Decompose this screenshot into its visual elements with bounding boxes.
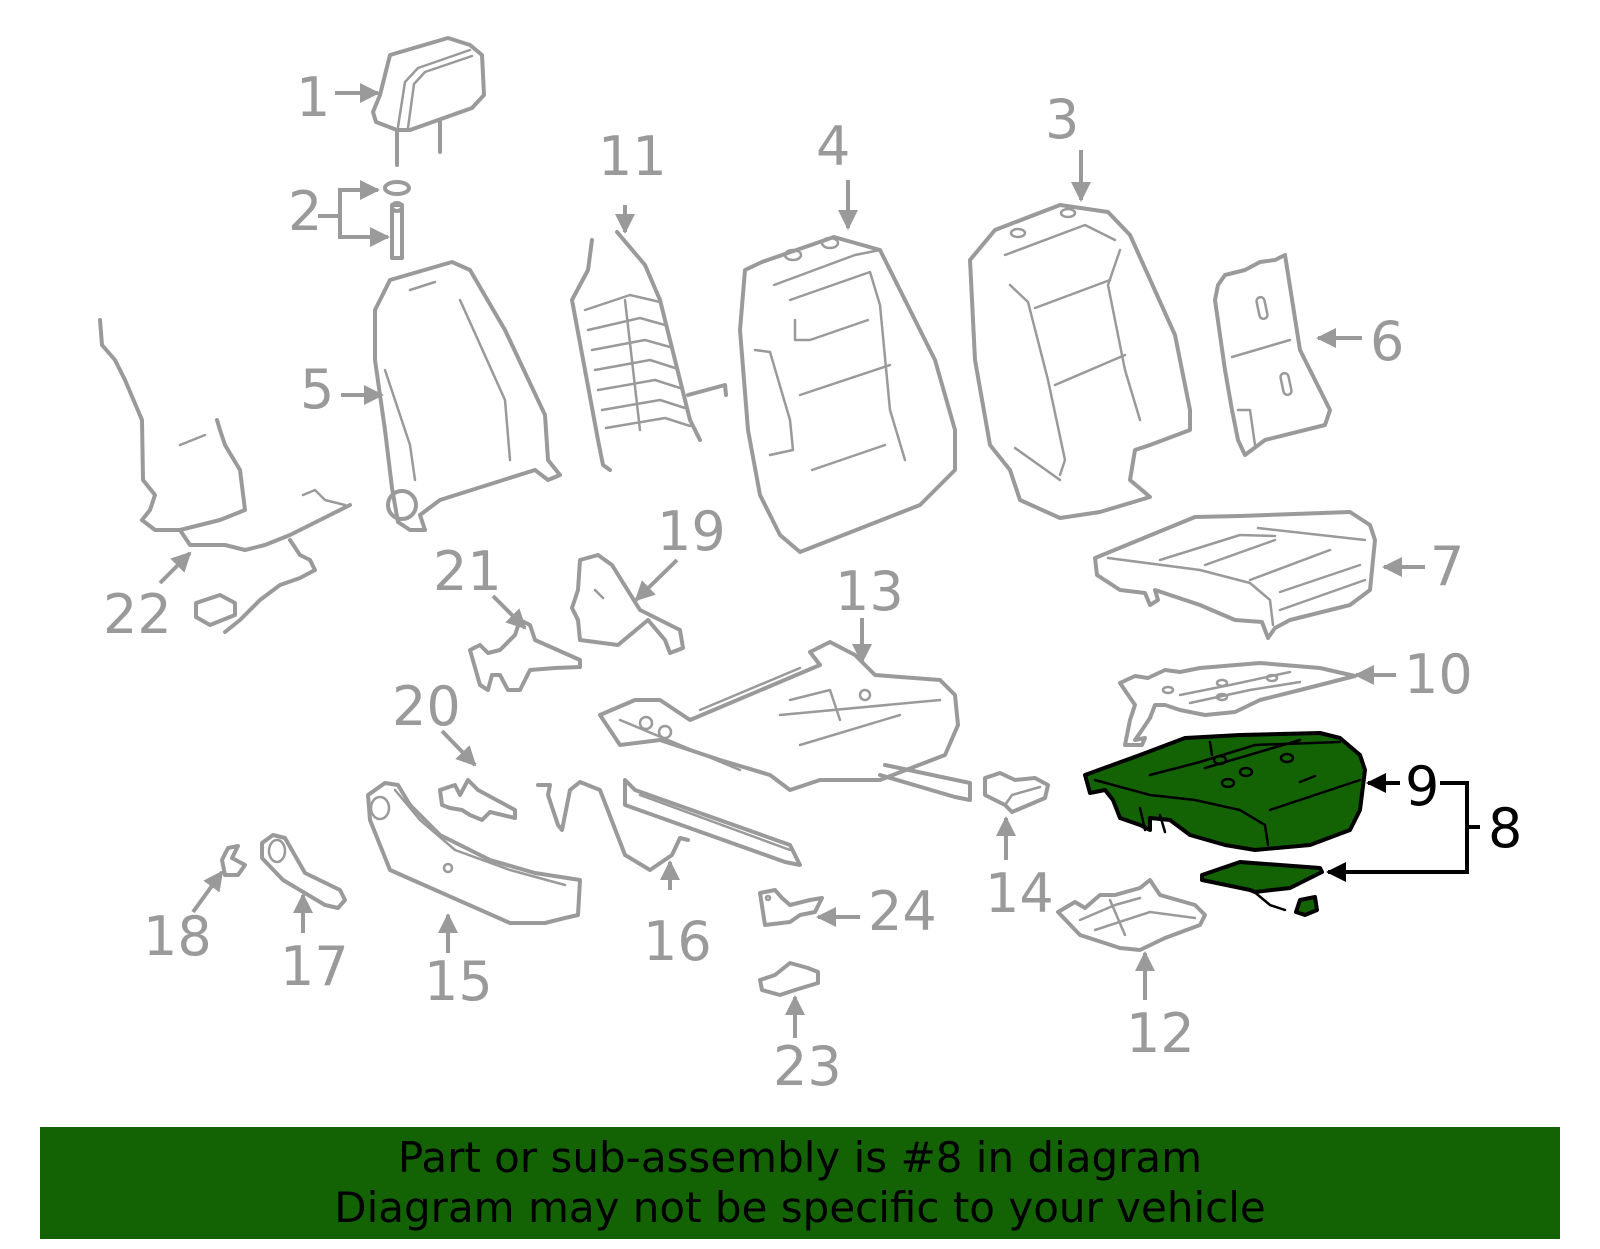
leader-lines [158,83,1425,1038]
part-5-seatback-frame[interactable] [373,260,562,532]
callout-21[interactable]: 21 [433,540,502,603]
callout-12[interactable]: 12 [1126,1002,1195,1065]
leader-lines-highlighted [1326,773,1480,882]
notice-banner: Part or sub-assembly is #8 in diagram Di… [40,1127,1560,1239]
banner-line-disclaimer: Diagram may not be specific to your vehi… [334,1183,1266,1232]
part-13-seat-adjuster[interactable] [598,640,972,867]
part-2-headrest-guide[interactable] [383,180,411,260]
part-15-side-shield[interactable] [366,781,582,925]
part-12-cushion-pan-bracket[interactable] [1056,878,1207,952]
part-3-seatback-cover[interactable] [968,203,1192,520]
callout-16[interactable]: 16 [643,910,712,973]
callout-5[interactable]: 5 [300,358,334,421]
callout-23[interactable]: 23 [773,1035,842,1098]
callout-14[interactable]: 14 [985,862,1054,925]
part-24-mounting-bracket[interactable] [758,888,824,927]
callout-7[interactable]: 7 [1430,535,1464,598]
part-11-lumbar-wire[interactable] [570,230,728,472]
part-6-back-panel[interactable] [1213,253,1332,457]
callout-6[interactable]: 6 [1370,310,1404,373]
callout-8[interactable]: 8 [1488,797,1522,860]
callout-17[interactable]: 17 [280,935,349,998]
callout-labels: 1 2 3 4 5 6 7 8 9 10 11 12 13 14 15 16 1… [103,66,1522,1098]
part-7-cushion-cover[interactable] [1093,510,1377,640]
part-4-seatback-pad[interactable] [738,235,957,554]
callout-4[interactable]: 4 [816,115,850,178]
part-9-cushion-pad-highlighted[interactable] [1083,731,1367,852]
callout-3[interactable]: 3 [1045,88,1079,151]
callout-20[interactable]: 20 [392,675,461,738]
part-22-wire-harness[interactable] [98,318,352,634]
part-17-recliner-handle[interactable] [260,833,347,910]
callout-9[interactable]: 9 [1405,755,1439,818]
part-21-recliner-bracket[interactable] [468,618,582,692]
part-23-cover-cap[interactable] [758,961,820,997]
part-16-wire-rod[interactable] [536,780,690,872]
callout-19[interactable]: 19 [657,500,726,563]
callout-15[interactable]: 15 [424,950,493,1013]
callout-10[interactable]: 10 [1404,643,1473,706]
callout-18[interactable]: 18 [143,905,212,968]
callout-2[interactable]: 2 [288,180,322,243]
part-10-cushion-mat[interactable] [1118,661,1357,747]
callout-22[interactable]: 22 [103,583,172,646]
callout-24[interactable]: 24 [868,880,937,943]
callout-11[interactable]: 11 [598,125,667,188]
part-20-bracket[interactable] [438,778,517,822]
banner-line-part-number: Part or sub-assembly is #8 in diagram [397,1133,1203,1182]
callout-1[interactable]: 1 [296,66,330,129]
part-14-track-cover[interactable] [983,771,1050,814]
part-19-inner-shield[interactable] [570,553,685,655]
part-18-clip[interactable] [220,844,247,877]
part-8-heater-pad-highlighted[interactable] [1200,860,1324,917]
part-1-headrest[interactable] [371,36,486,167]
callout-13[interactable]: 13 [835,560,904,623]
